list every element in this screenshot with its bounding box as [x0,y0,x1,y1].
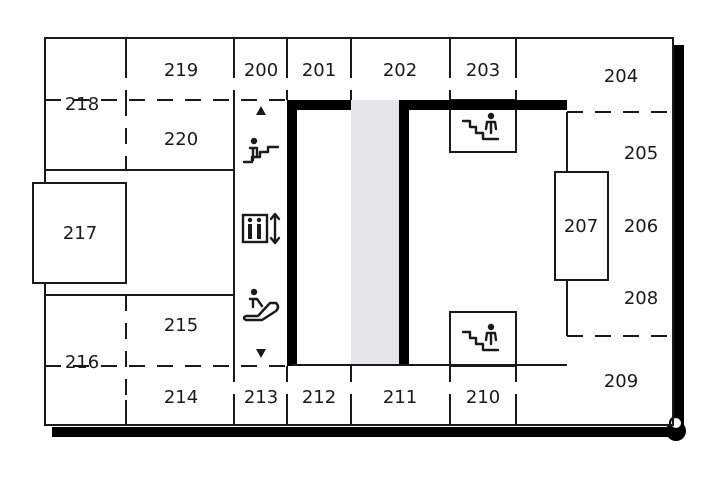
room-216[interactable]: 216 [65,352,99,373]
room-207[interactable]: 207 [564,216,598,237]
room-213[interactable]: 213 [244,387,278,408]
room-212[interactable]: 212 [302,387,336,408]
room-208[interactable]: 208 [624,288,658,309]
room-201[interactable]: 201 [302,60,336,81]
balcony-walls [287,100,567,366]
room-217-shape[interactable] [32,182,127,284]
room-202[interactable]: 202 [383,60,417,81]
elevator-icon [241,212,281,245]
stairs-icon-203 [461,112,500,141]
room-218[interactable]: 218 [65,94,99,115]
internal-walls [45,38,568,425]
room-206[interactable]: 206 [624,216,658,237]
arrow-up-icon [256,106,266,115]
room-204[interactable]: 204 [604,66,638,87]
room-220[interactable]: 220 [164,129,198,150]
escalator-icon [242,288,280,322]
room-215[interactable]: 215 [164,315,198,336]
room-203[interactable]: 203 [466,60,500,81]
room-207-shape[interactable] [554,171,609,281]
building-shadow [52,45,686,441]
building-outline [44,37,674,426]
arrow-down-icon [256,349,266,358]
room-219[interactable]: 219 [164,60,198,81]
room-214[interactable]: 214 [164,387,198,408]
stairs-icon-210 [461,323,500,352]
stairs-up-icon [242,137,280,164]
room-217[interactable]: 217 [63,223,97,244]
room-209[interactable]: 209 [604,371,638,392]
room-210[interactable]: 210 [466,387,500,408]
atrium-void [351,100,402,366]
room-211[interactable]: 211 [383,387,417,408]
room-200[interactable]: 200 [244,60,278,81]
room-205[interactable]: 205 [624,143,658,164]
corridor-boundaries [45,62,673,425]
room-labels: 200 201 202 203 204 205 206 207 208 209 … [63,60,658,408]
